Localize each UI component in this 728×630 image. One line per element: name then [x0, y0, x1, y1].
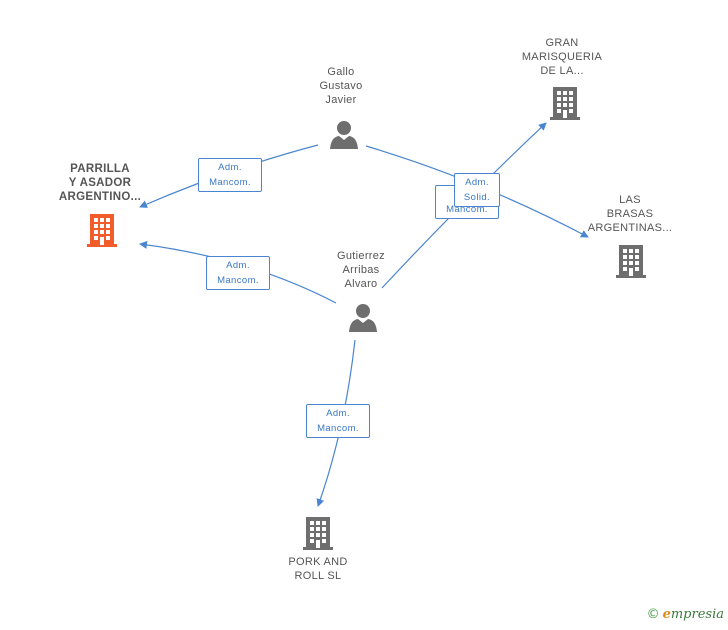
brand-name: mpresia: [670, 607, 724, 622]
empresia-watermark: ©empresia: [647, 607, 724, 622]
copyright-symbol: ©: [646, 607, 660, 622]
node-label-gallo[interactable]: Gallo Gustavo Javier: [319, 66, 363, 106]
person-icon[interactable]: [329, 120, 359, 150]
node-label-parrilla[interactable]: PARRILLA Y ASADOR ARGENTINO...: [58, 163, 142, 203]
person-icon[interactable]: [348, 303, 378, 333]
node-label-brasas[interactable]: LAS BRASAS ARGENTINAS...: [587, 194, 673, 234]
building-icon[interactable]: [86, 213, 118, 247]
edge-label-gallo-parrilla[interactable]: Adm. Mancom.: [198, 158, 262, 192]
node-label-gran[interactable]: GRAN MARISQUERIA DE LA...: [521, 37, 603, 77]
node-label-gutierrez[interactable]: Gutierrez Arribas Alvaro: [337, 250, 385, 290]
building-icon[interactable]: [549, 86, 581, 120]
edge-label-gutierrez-pork[interactable]: Adm. Mancom.: [306, 404, 370, 438]
building-icon[interactable]: [615, 244, 647, 278]
edge-label-gutierrez-parrilla[interactable]: Adm. Mancom.: [206, 256, 270, 290]
node-label-pork[interactable]: PORK AND ROLL SL: [288, 556, 348, 582]
edge-label-gutierrez-gran[interactable]: Adm. Solid.: [454, 173, 500, 207]
building-icon[interactable]: [302, 516, 334, 550]
brand-initial: e: [662, 607, 671, 622]
